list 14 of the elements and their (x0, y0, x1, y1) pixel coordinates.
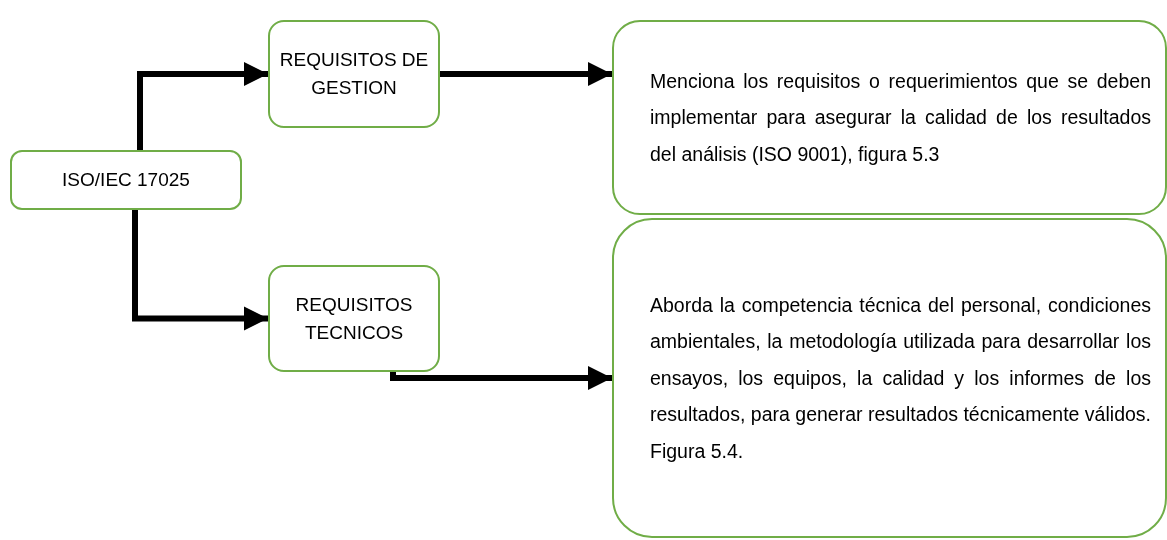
arrow (390, 366, 612, 390)
description-text: Menciona los requisitos o requerimientos que se deben implementar para asegurar la calidad de los resultados del análisis (ISO 9001), figura 5.3 (650, 68, 1151, 167)
arrow (132, 210, 268, 331)
arrow (440, 62, 612, 86)
box-label: ISO/IEC 17025 (62, 168, 190, 192)
box-label: REQUISITOS DE GESTION (278, 48, 430, 100)
description-box (612, 218, 1167, 538)
description-box (612, 20, 1167, 215)
arrow (137, 62, 268, 150)
box-label: REQUISITOS TECNICOS (294, 292, 414, 345)
process-box (10, 150, 242, 210)
process-box (268, 265, 440, 372)
description-text: Aborda la competencia técnica del personal, condiciones ambientales, la metodología utilizada para desarrollar los ensayos, los equipos, la calidad y los informes de los resultados, para generar resultados técnicamente válidos. Figura 5.4. (650, 292, 1151, 464)
process-box (268, 20, 440, 128)
